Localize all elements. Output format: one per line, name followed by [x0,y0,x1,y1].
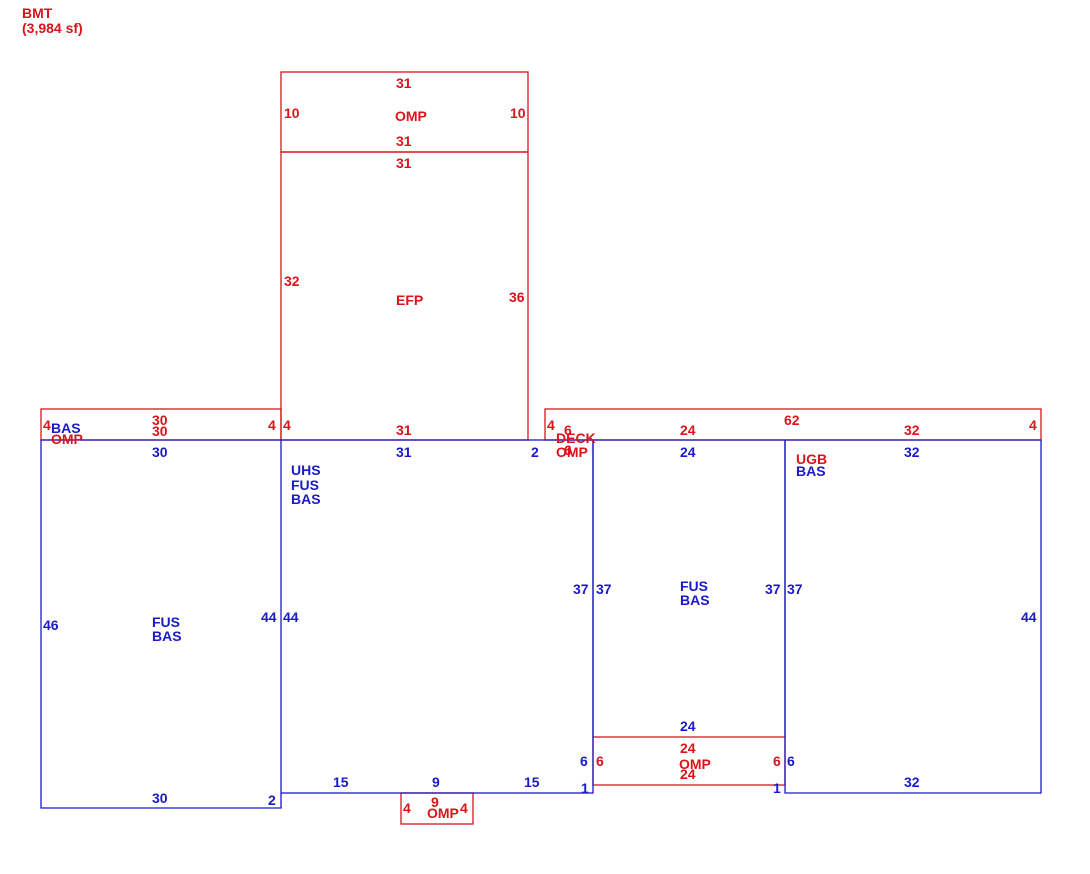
omp-bottom-right-top-dim: 24 [680,740,696,756]
omp-bottom-small-right-dim: 4 [460,800,468,816]
garage-code-ugb: UGB [796,451,827,467]
efp-code: EFP [396,292,423,308]
left-block-outline [40,439,282,809]
omp-left-code-omp: OMP [51,431,83,447]
sketch-title: BMT [22,5,53,21]
garage-left-dim: 37 [787,581,803,597]
omp-left-left-dim: 4 [43,417,51,433]
deck-code-omp: OMP [556,444,588,460]
omp-left-code-bas: BAS [51,420,81,436]
left-block-left-dim: 46 [43,617,59,633]
right-block-left-dim: 37 [596,581,612,597]
right-block-right-dim: 37 [765,581,781,597]
omp-bottom-right-right-dim: 6 [773,753,781,769]
center-block-left-dim: 44 [283,609,299,625]
deck-top-dim: 24 [680,422,696,438]
center-block-right-dim: 37 [573,581,589,597]
center-block-bottom-left-dim: 15 [333,774,349,790]
omp-bottom-right-code: OMP [679,756,711,772]
deck-overall-dim: 62 [784,412,800,428]
omp-left-right-dim: 4 [268,417,276,433]
omp-bottom-small-top-dim: 9 [431,794,439,810]
omp-top-left-dim: 10 [284,105,300,121]
omp-top-bottom-dim: 31 [396,133,412,149]
omp-bottom-small-left-dim: 4 [403,800,411,816]
efp-bottom-right-dim: 2 [531,444,539,460]
left-block-bottom-dim: 30 [152,790,168,806]
deck-inner-dim-b: 6 [564,442,572,458]
omp-left-top-dim: 30 [152,412,168,428]
garage-right-dim: 44 [1021,609,1037,625]
omp-bottom-right-left-dim: 6 [596,753,604,769]
omp-top-right-dim: 10 [510,105,526,121]
deck-left-dim: 4 [547,417,555,433]
center-block-bottom-right-dim: 15 [524,774,540,790]
right-block-top-dim: 24 [680,444,696,460]
left-block-code-fus: FUS [152,614,180,630]
garage-bottom-dim: 32 [904,774,920,790]
center-block-right-lower-dim: 6 [580,753,588,769]
deck-right-dim: 4 [1029,417,1037,433]
garage-outline [784,439,1042,794]
center-block-code-bas: BAS [291,491,321,507]
efp-right-dim: 36 [509,289,525,305]
garage-corner-dim: 1 [773,780,781,796]
center-block-code-fus: FUS [291,477,319,493]
garage-left-lower-dim: 6 [787,753,795,769]
right-block-code-fus: FUS [680,578,708,594]
center-block-corner-dim: 1 [581,780,589,796]
center-block-outline [280,439,594,794]
omp-top-top-dim: 31 [396,75,412,91]
omp-bottom-small-code: OMP [427,805,459,821]
efp-top-dim: 31 [396,155,412,171]
left-block-right-dim: 44 [261,609,277,625]
garage-top-dim: 32 [904,444,920,460]
center-block-code-uhs: UHS [291,462,321,478]
deck-inner-dim-a: 6 [564,422,572,438]
left-block-corner-dim: 2 [268,792,276,808]
right-block-code-bas: BAS [680,592,710,608]
efp-left-dim: 32 [284,273,300,289]
center-block-bottom-mid-dim: 9 [432,774,440,790]
omp-left-bottom-dim: 30 [152,423,168,439]
omp-bottom-right-bottom-dim: 24 [680,766,696,782]
efp-bottom-left-dim: 4 [283,417,291,433]
garage-code-bas: BAS [796,463,826,479]
deck-code-deck: DECK [556,430,596,446]
sketch-area: (3,984 sf) [22,20,83,36]
left-block-top-dim: 30 [152,444,168,460]
deck-right-top-dim: 32 [904,422,920,438]
left-block-code-bas: BAS [152,628,182,644]
right-block-bottom-dim: 24 [680,718,696,734]
center-block-top-dim: 31 [396,444,412,460]
efp-bottom-dim: 31 [396,422,412,438]
omp-top-code: OMP [395,108,427,124]
